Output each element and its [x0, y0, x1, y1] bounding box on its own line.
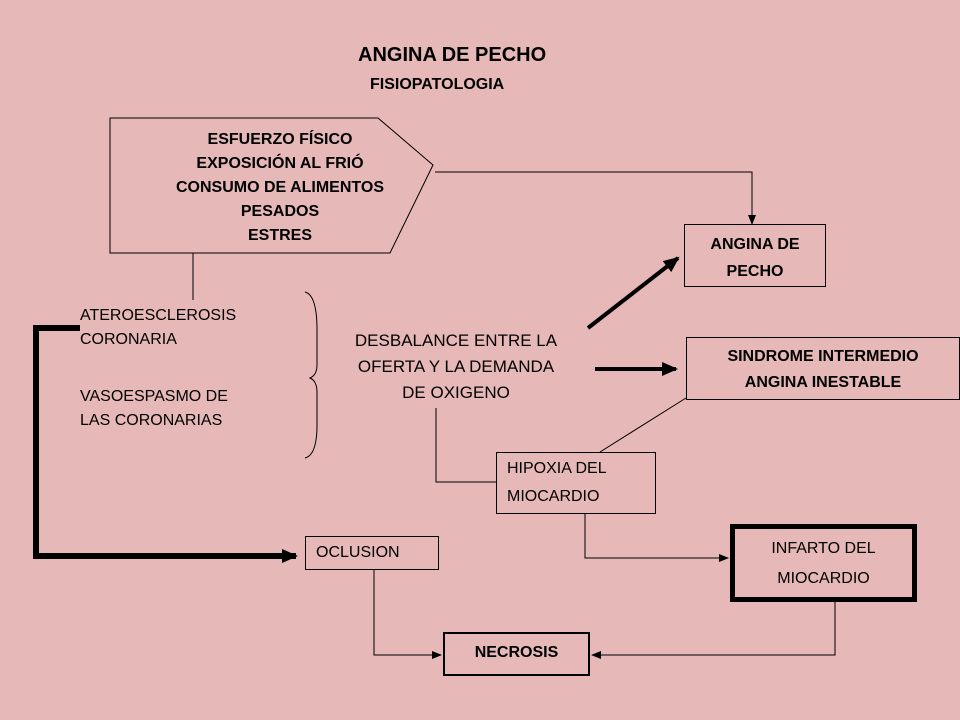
hipoxia-line: MIOCARDIO	[507, 488, 600, 505]
angina-line: ANGINA DE	[710, 236, 800, 253]
hipoxia-box: HIPOXIA DEL MIOCARDIO	[496, 452, 656, 514]
diagram-subtitle: FISIOPATOLOGIA	[370, 76, 505, 93]
triggers-shape	[109, 117, 434, 254]
imbalance-line: DE OXIGENO	[402, 383, 510, 402]
sindrome-box: SINDROME INTERMEDIO ANGINA INESTABLE	[686, 337, 960, 400]
cause-line: VASOESPASMO DE	[80, 388, 228, 405]
arrow-causes-to-oclusion	[33, 325, 298, 563]
line-imbalance-to-hipoxia	[435, 408, 496, 483]
arrow-infarto-to-necrosis	[591, 602, 836, 659]
infarto-box: INFARTO DEL MIOCARDIO	[730, 524, 917, 602]
cause-vasoespasmo: VASOESPASMO DE LAS CORONARIAS	[80, 385, 228, 433]
sindrome-line: SINDROME INTERMEDIO	[727, 348, 919, 365]
imbalance-text: DESBALANCE ENTRE LA OFERTA Y LA DEMANDA …	[326, 328, 586, 406]
arrow-imbalance-to-angina	[586, 256, 680, 330]
triggers-text: ESFUERZO FÍSICO EXPOSICIÓN AL FRIÓ CONSU…	[125, 128, 435, 248]
cause-ateroesclerosis: ATEROESCLEROSIS CORONARIA	[80, 304, 236, 352]
infarto-line: MIOCARDIO	[777, 570, 870, 587]
causes-brace	[304, 291, 318, 459]
angina-box: ANGINA DE PECHO	[684, 224, 826, 287]
cause-line: CORONARIA	[80, 331, 177, 348]
arrow-hipoxia-to-infarto	[584, 514, 729, 562]
trigger-line: ESFUERZO FÍSICO	[207, 131, 353, 148]
imbalance-line: OFERTA Y LA DEMANDA	[357, 357, 555, 376]
cause-line: LAS CORONARIAS	[80, 412, 223, 429]
trigger-line: PESADOS	[240, 203, 320, 220]
oclusion-box: OCLUSION	[305, 536, 439, 570]
imbalance-line: DESBALANCE ENTRE LA	[354, 331, 558, 350]
arrow-triggers-to-angina	[435, 171, 756, 225]
necrosis-box: NECROSIS	[443, 632, 590, 676]
cause-line: ATEROESCLEROSIS	[80, 307, 237, 324]
diagram-title: ANGINA DE PECHO	[358, 44, 547, 66]
sindrome-line: ANGINA INESTABLE	[744, 374, 902, 391]
infarto-line: INFARTO DEL	[771, 540, 876, 557]
trigger-line: EXPOSICIÓN AL FRIÓ	[196, 155, 364, 172]
arrow-oclusion-to-necrosis	[373, 570, 442, 659]
line-sindrome-to-hipoxia	[599, 397, 687, 453]
angina-line: PECHO	[726, 263, 784, 280]
trigger-line: ESTRES	[247, 227, 312, 244]
trigger-line: CONSUMO DE ALIMENTOS	[175, 179, 384, 196]
hipoxia-line: HIPOXIA DEL	[507, 460, 607, 477]
